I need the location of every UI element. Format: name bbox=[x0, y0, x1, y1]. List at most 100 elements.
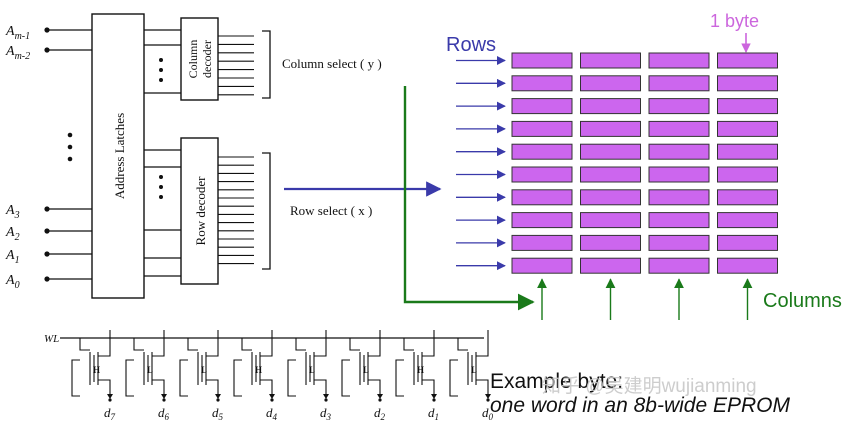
ground-arrow bbox=[215, 394, 221, 399]
memory-byte-cell bbox=[648, 52, 710, 69]
bit-state: H bbox=[417, 365, 424, 375]
source-wire bbox=[476, 379, 489, 396]
memory-byte-cell bbox=[648, 189, 710, 206]
memory-byte-cell bbox=[580, 75, 641, 92]
memory-byte-cell bbox=[648, 75, 710, 92]
memory-byte-cell bbox=[511, 257, 573, 274]
memory-byte-cell bbox=[648, 143, 710, 160]
memory-byte-cell bbox=[511, 189, 573, 206]
bit-data-label: d7 bbox=[104, 405, 116, 422]
column-output-arrows bbox=[537, 278, 753, 320]
bit-cell: Ld6 bbox=[125, 330, 170, 422]
memory-byte-cell bbox=[580, 234, 641, 251]
gate-wire bbox=[133, 338, 144, 351]
address-node bbox=[44, 27, 50, 33]
column-decoder-wires bbox=[144, 29, 254, 96]
bit-cell: Hd7 bbox=[71, 330, 116, 422]
memory-byte-cell bbox=[648, 166, 710, 183]
columns-label: Columns bbox=[763, 290, 842, 312]
source-wire bbox=[152, 379, 165, 396]
gate-wire bbox=[349, 338, 360, 351]
address-node bbox=[44, 206, 50, 212]
output-node bbox=[378, 398, 382, 402]
bit-cell: Ld5 bbox=[179, 330, 224, 422]
example-title: Example byte: bbox=[490, 370, 623, 393]
memory-byte-cell bbox=[648, 212, 710, 229]
drain-wire bbox=[422, 338, 435, 357]
bit-cell: Hd1 bbox=[395, 330, 439, 422]
rows-label: Rows bbox=[446, 34, 496, 56]
memory-byte-cell bbox=[717, 143, 778, 160]
bitline-rail bbox=[341, 359, 350, 397]
row-select-label: Row select ( x ) bbox=[290, 203, 372, 218]
memory-byte-cell bbox=[511, 75, 573, 92]
ground-arrow bbox=[431, 394, 437, 399]
bit-cell: Ld0 bbox=[449, 330, 494, 422]
gate-wire bbox=[241, 338, 252, 351]
byte-label: 1 byte bbox=[710, 11, 759, 31]
memory-byte-cell bbox=[648, 257, 710, 274]
column-decoder-label-1: Column bbox=[186, 40, 200, 79]
bit-cell: Ld3 bbox=[287, 330, 332, 422]
address-label: A2 bbox=[5, 225, 20, 243]
source-wire bbox=[206, 379, 219, 396]
address-label: A0 bbox=[5, 273, 20, 291]
bit-data-label: d1 bbox=[428, 405, 439, 422]
output-node bbox=[162, 398, 166, 402]
gate-wire bbox=[457, 338, 468, 351]
output-node bbox=[270, 398, 274, 402]
ground-arrow bbox=[161, 394, 167, 399]
ground-arrow bbox=[269, 394, 275, 399]
address-label: Am-1 bbox=[5, 24, 30, 42]
address-node bbox=[44, 251, 50, 257]
bitline-rail bbox=[71, 359, 80, 397]
bitline-rail bbox=[395, 359, 404, 397]
column-select-bracket bbox=[262, 30, 271, 99]
memory-byte-cell bbox=[717, 234, 778, 251]
memory-cell-array bbox=[511, 52, 778, 274]
row-decoder: Row decoder bbox=[180, 137, 219, 285]
bit-state: L bbox=[147, 365, 153, 375]
gate-wire bbox=[187, 338, 198, 351]
bit-data-label: d4 bbox=[266, 405, 278, 422]
memory-byte-cell bbox=[580, 257, 641, 274]
wordline-label: WL bbox=[44, 333, 59, 345]
drain-wire bbox=[368, 338, 381, 357]
drain-wire bbox=[98, 338, 111, 357]
memory-byte-cell bbox=[580, 166, 641, 183]
row-select-bracket bbox=[262, 152, 271, 270]
bitline-rail bbox=[449, 359, 458, 397]
bit-data-label: d5 bbox=[212, 405, 224, 422]
memory-byte-cell bbox=[511, 120, 573, 137]
bitline-rail bbox=[179, 359, 188, 397]
output-node bbox=[486, 398, 490, 402]
memory-byte-cell bbox=[717, 166, 778, 183]
drain-wire bbox=[152, 338, 165, 357]
bit-data-label: d0 bbox=[482, 405, 494, 422]
address-node bbox=[44, 228, 50, 234]
address-ellipsis bbox=[67, 132, 73, 162]
column-decoder-label-2: decoder bbox=[200, 40, 214, 78]
drain-wire bbox=[260, 338, 273, 357]
bit-data-label: d6 bbox=[158, 405, 170, 422]
memory-byte-cell bbox=[717, 75, 778, 92]
ground-arrow bbox=[485, 394, 491, 399]
source-wire bbox=[98, 379, 111, 396]
column-select-path bbox=[403, 86, 535, 311]
memory-byte-cell bbox=[580, 120, 641, 137]
bitline-rail bbox=[233, 359, 242, 397]
memory-byte-cell bbox=[511, 234, 573, 251]
bit-cell: Hd4 bbox=[233, 330, 278, 422]
memory-byte-cell bbox=[580, 143, 641, 160]
memory-byte-cell bbox=[717, 98, 778, 115]
output-node bbox=[432, 398, 436, 402]
gate-wire bbox=[295, 338, 306, 351]
example-subtitle: one word in an 8b-wide EPROM bbox=[490, 394, 790, 417]
memory-byte-cell bbox=[717, 52, 778, 69]
watermark: 知乎 @吴建明wujianming bbox=[542, 375, 757, 397]
source-wire bbox=[368, 379, 381, 396]
row-decoder-wires bbox=[144, 149, 254, 277]
drain-wire bbox=[314, 338, 327, 357]
